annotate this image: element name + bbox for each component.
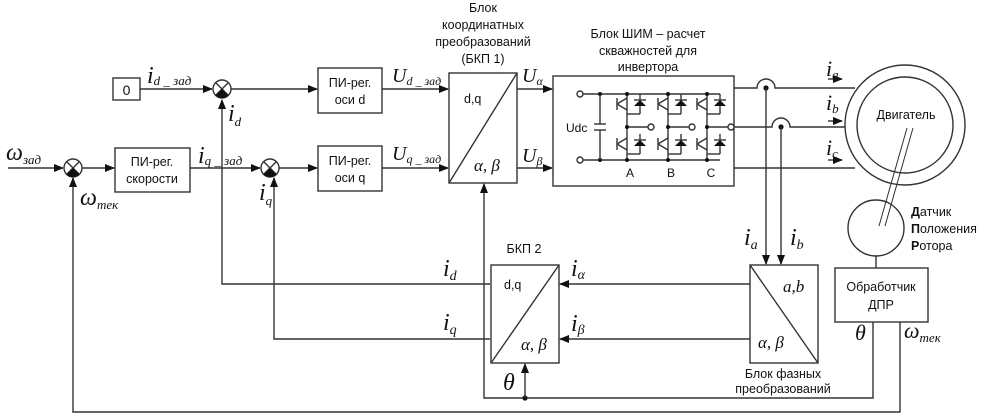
ib-motor-label: ib (826, 90, 839, 116)
i-beta-label: iβ (571, 311, 585, 338)
bkp1-title-2: координатных (442, 18, 525, 32)
svg-text:Положения: Положения (911, 222, 977, 236)
udc-label: Udc (566, 121, 587, 135)
id-ref-label: id _ зад (147, 63, 192, 89)
inverter-circuit: Udc A B C (566, 90, 735, 180)
sensor-initial-1: Д (911, 205, 920, 219)
ia-feedback-label: ia (744, 225, 758, 253)
zero-block: 0 (112, 77, 141, 101)
u-beta-label: Uβ (522, 145, 542, 168)
pi-q-label-1: ПИ-рег. (329, 154, 372, 168)
bkp2-title: БКП 2 (507, 242, 542, 256)
sensor-initial-2: П (911, 222, 920, 236)
theta-bkp2-label: θ (503, 370, 515, 396)
uq-ref-label: Uq _ зад (392, 143, 441, 166)
phase-b-label: B (667, 166, 675, 180)
motor: Двигатель (844, 64, 966, 227)
pi-q-block: ПИ-рег. оси q (317, 145, 383, 192)
svg-text:Ротора: Ротора (911, 239, 953, 253)
pwm-block: Блок ШИМ – расчет скважностей для инверт… (552, 27, 735, 187)
pi-d-label-2: оси d (335, 93, 366, 107)
svg-text:Датчик: Датчик (911, 205, 952, 219)
signal-labels: ωзад ωтек id _ зад iq _ зад id iq Ud _ з… (6, 56, 942, 396)
rotor-position-sensor: Датчик Положения Ротора (847, 199, 977, 257)
motor-label: Двигатель (877, 108, 936, 122)
omega-ref-label: ωзад (6, 140, 42, 167)
dpr-processor-block: Обработчик ДПР (834, 267, 929, 323)
ud-ref-label: Ud _ зад (392, 65, 441, 88)
zero-label: 0 (123, 82, 131, 98)
pi-d-block: ПИ-рег. оси d (317, 67, 383, 114)
wires (8, 78, 901, 413)
bkp2-block: БКП 2 d,q α, β (490, 242, 560, 364)
bkp1-title-4: (БКП 1) (461, 52, 504, 66)
phase-block-title-2: преобразований (735, 382, 830, 396)
i-alpha-label: iα (571, 256, 586, 283)
omega-dpr-label: ωтек (904, 318, 942, 345)
bkp1-top-label: d,q (464, 92, 481, 106)
pi-speed-label-1: ПИ-рег. (131, 155, 174, 169)
sum-junction-q (260, 158, 280, 178)
bkp2-bottom-label: α, β (521, 335, 547, 354)
u-alpha-label: Uα (522, 65, 543, 88)
iq-ref-label: iq _ зад (198, 143, 243, 169)
sensor-initial-3: Р (911, 239, 919, 253)
pi-speed-block: ПИ-рег. скорости (114, 147, 191, 193)
sensor-word-3: отора (919, 239, 952, 253)
sum-junction-speed (63, 158, 83, 178)
pi-d-label-1: ПИ-рег. (329, 76, 372, 90)
dpr-label-2: ДПР (868, 298, 894, 312)
ib-feedback-label: ib (790, 225, 804, 253)
phase-block-title-1: Блок фазных (745, 367, 822, 381)
ia-motor-label: ia (826, 56, 839, 82)
id-fb-label: id (228, 101, 242, 129)
bkp2-top-label: d,q (504, 278, 521, 292)
bkp1-title-3: преобразований (435, 35, 530, 49)
phase-block-top-label: a,b (783, 277, 804, 296)
pi-speed-label-2: скорости (126, 172, 178, 186)
bkp1-block: Блок координатных преобразований (БКП 1)… (435, 1, 531, 184)
ic-motor-label: ic (826, 135, 838, 161)
phase-a-label: A (626, 166, 634, 180)
pi-q-label-2: оси q (335, 171, 366, 185)
theta-dpr-label: θ (855, 320, 866, 345)
pwm-title-3: инвертора (618, 60, 679, 74)
omega-fb-label: ωтек (80, 185, 119, 212)
iq-bkp2-label: iq (443, 310, 457, 338)
sum-junction-d (212, 79, 232, 99)
id-bkp2-label: id (443, 256, 458, 284)
dpr-label-1: Обработчик (846, 280, 916, 294)
sensor-word-2: оложения (920, 222, 977, 236)
phase-block-bottom-label: α, β (758, 333, 784, 352)
sensor-word-1: атчик (920, 205, 952, 219)
iq-fb-label: iq (259, 180, 273, 208)
bkp1-title-1: Блок (469, 1, 497, 15)
phase-c-label: C (707, 166, 716, 180)
bkp1-bottom-label: α, β (474, 156, 500, 175)
pwm-title-1: Блок ШИМ – расчет (591, 27, 706, 41)
phase-transform-block: a,b α, β Блок фазных преобразований (735, 264, 831, 396)
pwm-title-2: скважностей для (599, 44, 697, 58)
